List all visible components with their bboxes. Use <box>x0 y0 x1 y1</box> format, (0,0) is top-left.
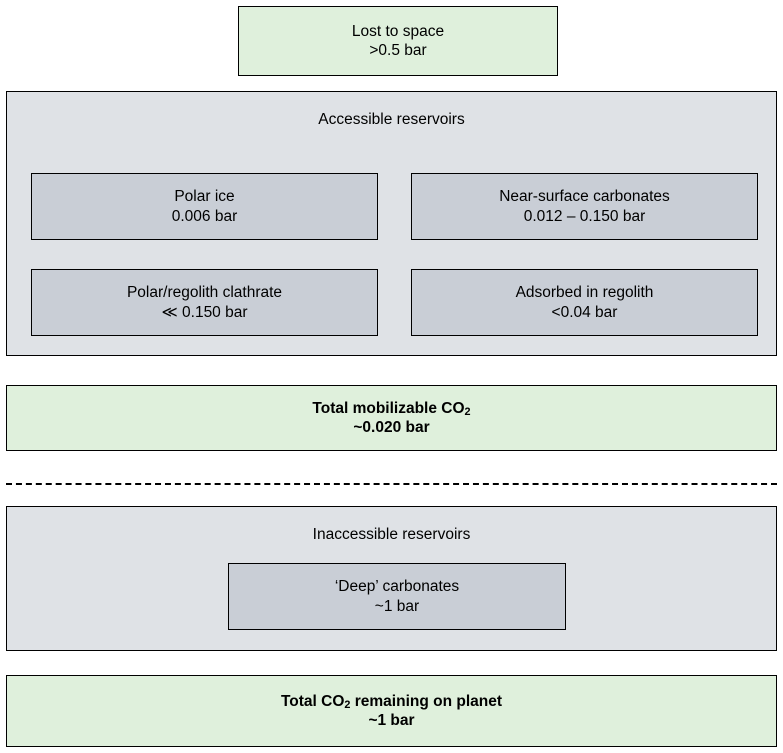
total-mobilizable-value: ~0.020 bar <box>353 419 430 436</box>
lost-to-space-value: >0.5 bar <box>369 42 427 59</box>
near-surface-carbonates-value: 0.012 – 0.150 bar <box>523 207 646 225</box>
accessible-reservoirs-header: Accessible reservoirs <box>318 111 465 128</box>
total-remaining-label: Total CO2 remaining on planet <box>280 692 503 712</box>
box-adsorbed-in-regolith: Adsorbed in regolith <0.04 bar <box>411 269 758 336</box>
total-mobilizable-label: Total mobilizable CO2 <box>312 399 471 419</box>
dashed-separator <box>6 483 777 485</box>
polar-regolith-clathrate-value: ≪ 0.150 bar <box>161 303 248 321</box>
near-surface-carbonates-label: Near-surface carbonates <box>499 188 670 206</box>
box-polar-ice: Polar ice 0.006 bar <box>31 173 378 240</box>
deep-carbonates-label: ‘Deep’ carbonates <box>334 578 460 596</box>
box-total-remaining: Total CO2 remaining on planet ~1 bar <box>6 675 777 747</box>
inaccessible-reservoirs-header: Inaccessible reservoirs <box>312 526 471 543</box>
polar-ice-value: 0.006 bar <box>171 207 238 225</box>
box-deep-carbonates: ‘Deep’ carbonates ~1 bar <box>228 563 566 630</box>
lost-to-space-label: Lost to space <box>351 22 445 40</box>
box-polar-regolith-clathrate: Polar/regolith clathrate ≪ 0.150 bar <box>31 269 378 336</box>
adsorbed-in-regolith-label: Adsorbed in regolith <box>515 284 654 302</box>
polar-ice-label: Polar ice <box>174 188 235 206</box>
box-lost-to-space: Lost to space >0.5 bar <box>238 6 558 76</box>
polar-regolith-clathrate-label: Polar/regolith clathrate <box>126 284 283 302</box>
deep-carbonates-value: ~1 bar <box>374 597 420 615</box>
box-near-surface-carbonates: Near-surface carbonates 0.012 – 0.150 ba… <box>411 173 758 240</box>
total-remaining-value: ~1 bar <box>368 712 415 729</box>
adsorbed-in-regolith-value: <0.04 bar <box>551 303 618 321</box>
box-total-mobilizable: Total mobilizable CO2 ~0.020 bar <box>6 385 777 451</box>
